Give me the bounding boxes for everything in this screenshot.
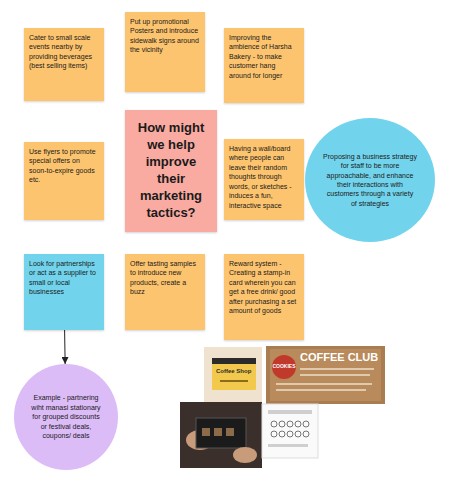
example-circle: Example - partnering wiht manasi station… [14, 364, 118, 470]
sticky-note: Put up promotional Posters and introduce… [125, 12, 205, 92]
photo [266, 346, 385, 404]
sticky-note: Reward system - Creating a stamp-in card… [224, 254, 304, 340]
sticky-note: Use flyers to promote special offers on … [24, 142, 104, 220]
stamp [214, 428, 222, 436]
fine-print [300, 368, 374, 370]
card-line [268, 444, 308, 447]
card-line [268, 410, 312, 414]
question-note: How might we help improve their marketin… [125, 110, 217, 232]
note-text: Offer tasting samples to introduce new p… [130, 259, 200, 297]
card-line [220, 380, 248, 382]
photo [204, 347, 262, 405]
note-text: Example - partnering wiht manasi station… [29, 393, 103, 440]
note-text: Having a wall/board where people can lea… [229, 144, 299, 210]
question-text: How might we help improve their marketin… [132, 120, 210, 221]
card-band [212, 358, 256, 364]
circle-fill [305, 118, 435, 242]
idea-circle: Proposing a business strategy for staff … [305, 118, 435, 242]
stamp [202, 428, 210, 436]
photo-caption: COOKIES [272, 364, 295, 370]
card [212, 358, 256, 390]
fine-print [276, 389, 366, 391]
sticky-note: Having a wall/board where people can lea… [224, 139, 304, 220]
arrow-connector [64, 330, 66, 364]
circle-fill [14, 364, 118, 470]
sticker [272, 355, 296, 379]
photo [262, 404, 318, 458]
note-text: Put up promotional Posters and introduce… [130, 17, 200, 55]
sticky-note: Cater to small scale events nearby by pr… [24, 28, 104, 101]
sticky-note: Improving the ambience of Harsha Bakery … [224, 28, 304, 103]
stamp [226, 428, 234, 436]
photo [180, 402, 262, 468]
note-text: Use flyers to promote special offers on … [29, 147, 99, 185]
note-text: Cater to small scale events nearby by pr… [29, 33, 99, 71]
hand [233, 447, 257, 463]
card [196, 418, 246, 448]
fine-print [276, 383, 372, 385]
stamp-grid [271, 421, 309, 437]
sticky-note: Look for partnerships or act as a suppli… [24, 254, 104, 330]
fine-print [300, 374, 370, 376]
photo-caption: Coffee Shop [216, 368, 251, 375]
photo-caption: COFFEE CLUB [300, 351, 378, 363]
sticky-note: Offer tasting samples to introduce new p… [125, 254, 205, 330]
circle-outline [305, 118, 435, 242]
note-text: Look for partnerships or act as a suppli… [29, 259, 99, 297]
note-text: Reward system - Creating a stamp-in card… [229, 259, 299, 316]
cardboard [270, 349, 381, 401]
note-text: Improving the ambience of Harsha Bakery … [229, 33, 299, 80]
note-text: Proposing a business strategy for staff … [323, 152, 417, 209]
